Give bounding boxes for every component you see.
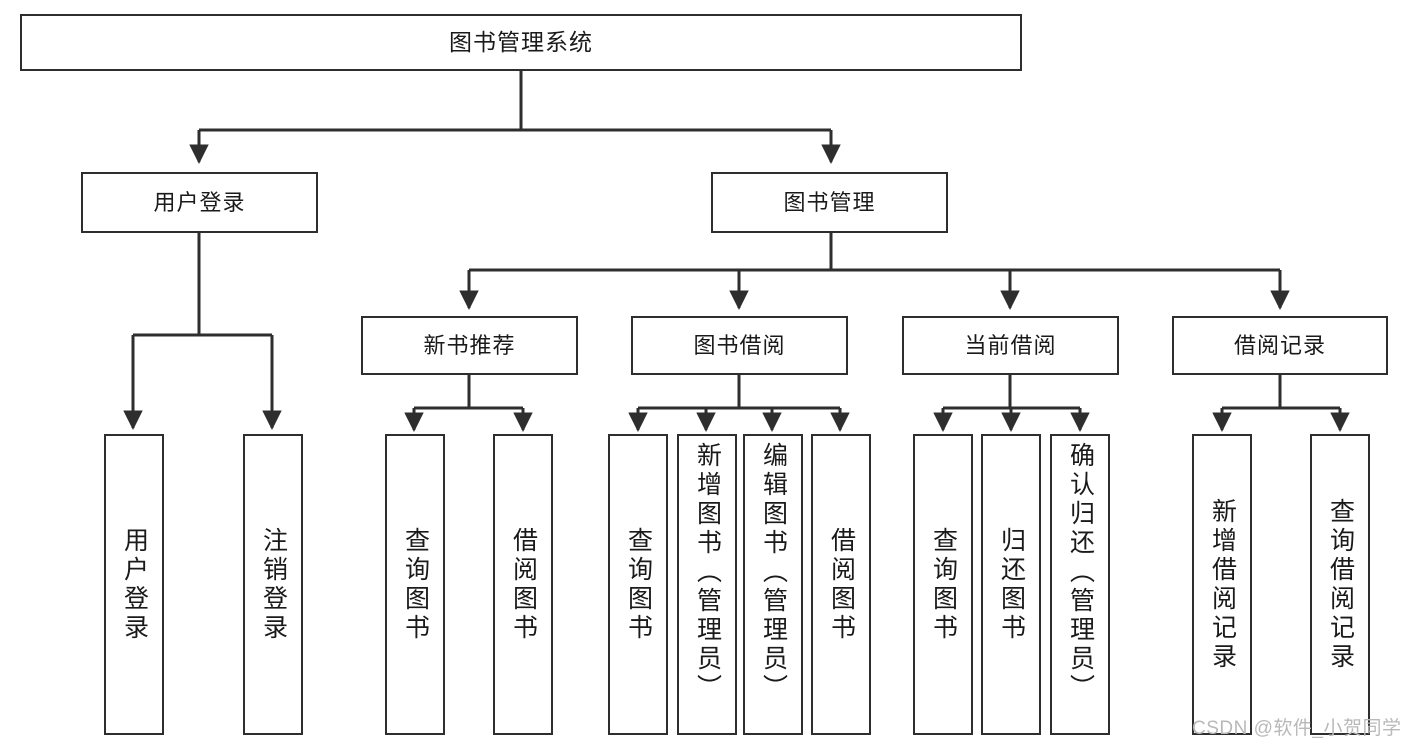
node-current-borrowing[interactable]: 当前借阅 [902, 316, 1119, 375]
node-borrow-records[interactable]: 借阅记录 [1172, 316, 1388, 375]
node-label: 借阅记录 [1233, 332, 1326, 358]
node-label: 图书管理 [783, 189, 876, 215]
node-label: 新增借阅记录 [1208, 497, 1237, 672]
node-label: 借阅图书 [827, 526, 856, 643]
node-label: 确认归还（管理员） [1066, 442, 1095, 703]
node-book-borrowing[interactable]: 图书借阅 [631, 316, 848, 375]
node-label: 查询图书 [624, 526, 653, 643]
node-label: 用户登录 [153, 189, 246, 215]
node-leaf-return-books[interactable]: 归还图书 [981, 434, 1041, 735]
node-label: 新增图书（管理员） [693, 442, 722, 703]
node-leaf-borrow-books-new[interactable]: 借阅图书 [493, 434, 553, 735]
node-label: 当前借阅 [964, 332, 1057, 358]
node-leaf-add-book-admin[interactable]: 新增图书（管理员） [677, 434, 737, 735]
node-label: 查询借阅记录 [1326, 497, 1355, 672]
node-label: 注销登录 [259, 526, 288, 643]
node-label: 借阅图书 [509, 526, 538, 643]
node-leaf-logout[interactable]: 注销登录 [243, 434, 303, 735]
node-user-login[interactable]: 用户登录 [81, 172, 318, 233]
node-leaf-borrow-books[interactable]: 借阅图书 [811, 434, 871, 735]
node-label: 查询图书 [929, 526, 958, 643]
node-leaf-query-books-current[interactable]: 查询图书 [913, 434, 973, 735]
watermark-text: CSDN @软件_小贺同学 [1192, 718, 1402, 739]
node-book-management[interactable]: 图书管理 [711, 172, 948, 233]
node-leaf-add-borrow-record[interactable]: 新增借阅记录 [1192, 434, 1252, 735]
node-new-book-recommendation[interactable]: 新书推荐 [361, 316, 578, 375]
node-label: 用户登录 [120, 526, 149, 643]
node-label: 新书推荐 [423, 332, 516, 358]
node-leaf-query-borrow-record[interactable]: 查询借阅记录 [1310, 434, 1370, 735]
node-leaf-query-books-borrow[interactable]: 查询图书 [608, 434, 668, 735]
node-label: 查询图书 [401, 526, 430, 643]
node-label: 归还图书 [997, 526, 1026, 643]
node-label: 编辑图书（管理员） [759, 442, 788, 703]
node-leaf-edit-book-admin[interactable]: 编辑图书（管理员） [743, 434, 803, 735]
node-label: 图书管理系统 [449, 29, 593, 56]
node-leaf-user-login[interactable]: 用户登录 [104, 434, 164, 735]
node-leaf-confirm-return-admin[interactable]: 确认归还（管理员） [1050, 434, 1110, 735]
node-label: 图书借阅 [693, 332, 786, 358]
node-root-book-management-system[interactable]: 图书管理系统 [20, 14, 1022, 71]
node-leaf-query-books-new[interactable]: 查询图书 [385, 434, 445, 735]
